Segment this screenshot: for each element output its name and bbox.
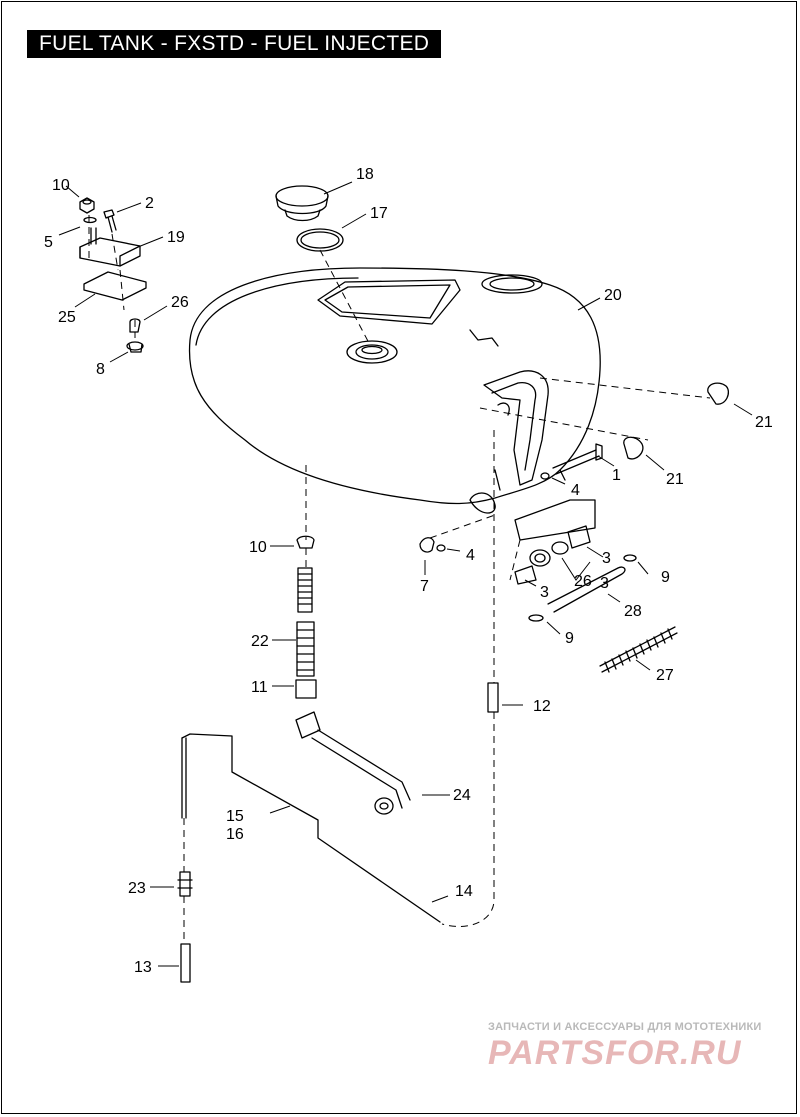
callout-17: 17 <box>370 205 388 222</box>
diagram-title: FUEL TANK - FXSTD - FUEL INJECTED <box>27 30 442 58</box>
callout-2: 2 <box>145 195 154 212</box>
callout-24: 24 <box>453 787 471 804</box>
callout-27: 27 <box>656 667 674 684</box>
leader-lines <box>58 181 753 967</box>
spring-coil <box>599 626 678 673</box>
assembly-lines <box>88 215 711 944</box>
callout-22: 23 <box>128 880 146 897</box>
callout-15: 15 <box>226 808 244 825</box>
callout-numbers: 10 2 5 19 25 26 8 18 17 20 21 21 1 4 4 7… <box>44 166 773 976</box>
callout-23: 22 <box>251 633 269 650</box>
callout-5: 5 <box>44 234 53 251</box>
vent-fitting <box>180 943 191 983</box>
vent-tube <box>181 733 441 923</box>
callout-1: 1 <box>612 467 621 484</box>
callout-21a: 21 <box>755 414 773 431</box>
callout-4b: 4 <box>466 547 475 564</box>
callout-9a: 9 <box>661 569 670 586</box>
callout-3b: 3 <box>600 575 609 592</box>
mount-nuts <box>623 382 730 460</box>
watermark-caption: ЗАПЧАСТИ И АКСЕССУАРЫ ДЛЯ МОТОТЕХНИКИ <box>488 1021 762 1033</box>
callout-12: 12 <box>533 698 551 715</box>
callout-14: 14 <box>455 883 473 900</box>
callout-11: 11 <box>251 679 268 696</box>
callout-4a: 4 <box>571 482 580 499</box>
callout-6: 10 <box>52 177 70 194</box>
callout-3a: 3 <box>602 550 611 567</box>
callout-21b: 21 <box>666 471 684 488</box>
callout-9b: 9 <box>565 630 574 647</box>
callout-25: 25 <box>58 309 76 326</box>
mount-hardware <box>419 443 603 585</box>
callout-13: 13 <box>134 959 152 976</box>
callout-26a: 26 <box>171 294 189 311</box>
cap-gasket <box>296 228 344 252</box>
svg-text:PARTSFOR.RU: PARTSFOR.RU <box>488 1034 742 1072</box>
callout-20: 20 <box>604 287 622 304</box>
callout-19: 19 <box>167 229 185 246</box>
fuel-line <box>295 711 411 815</box>
callout-16: 16 <box>226 826 244 843</box>
check-valve <box>177 871 193 897</box>
callout-8: 8 <box>96 361 105 378</box>
callout-28: 28 <box>624 603 642 620</box>
fuel-cap <box>275 185 329 222</box>
vent-hose <box>528 554 637 622</box>
callout-18: 18 <box>356 166 374 183</box>
watermark-logo: PARTSFOR.RU <box>488 1034 742 1072</box>
connector <box>487 682 499 713</box>
callout-7: 7 <box>420 578 429 595</box>
fuel-filter-stack <box>295 535 317 699</box>
left-hardware <box>79 197 147 353</box>
fuel-tank <box>188 267 601 514</box>
callout-10: 10 <box>249 539 267 556</box>
callout-26b: 26 <box>574 573 592 590</box>
callout-3c: 3 <box>540 584 549 601</box>
